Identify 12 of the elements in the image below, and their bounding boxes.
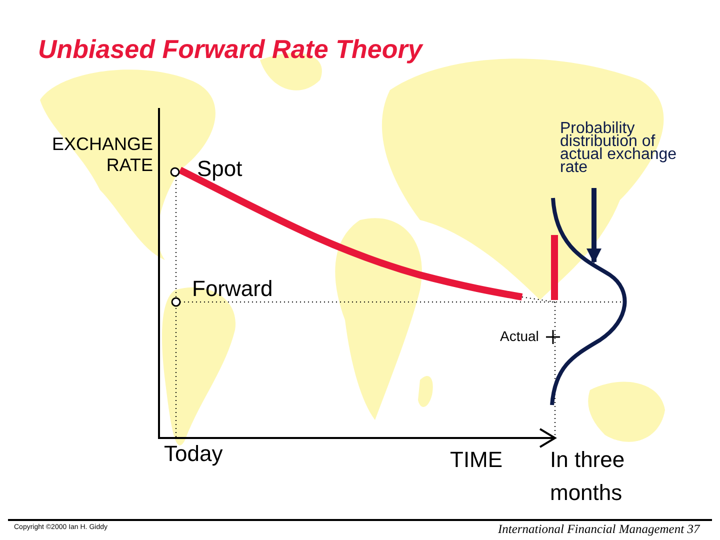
axis-tick-label: Today (164, 441, 223, 467)
arrow (586, 188, 602, 264)
axis-tick-label: In three months (550, 446, 626, 507)
annotation-text: Probability distribution of actual exchange rate (560, 122, 692, 174)
point-label: Spot (197, 156, 242, 182)
probability-distribution-curve (550, 198, 627, 406)
point-label: Actual (500, 328, 539, 344)
slide-title: Unbiased Forward Rate Theory (38, 34, 422, 65)
footer-text: International Financial Management 37 (498, 522, 700, 537)
axis-label: EXCHANGE RATE (50, 134, 153, 176)
axis-label: TIME (450, 447, 503, 473)
point-label: Forward (192, 276, 273, 302)
